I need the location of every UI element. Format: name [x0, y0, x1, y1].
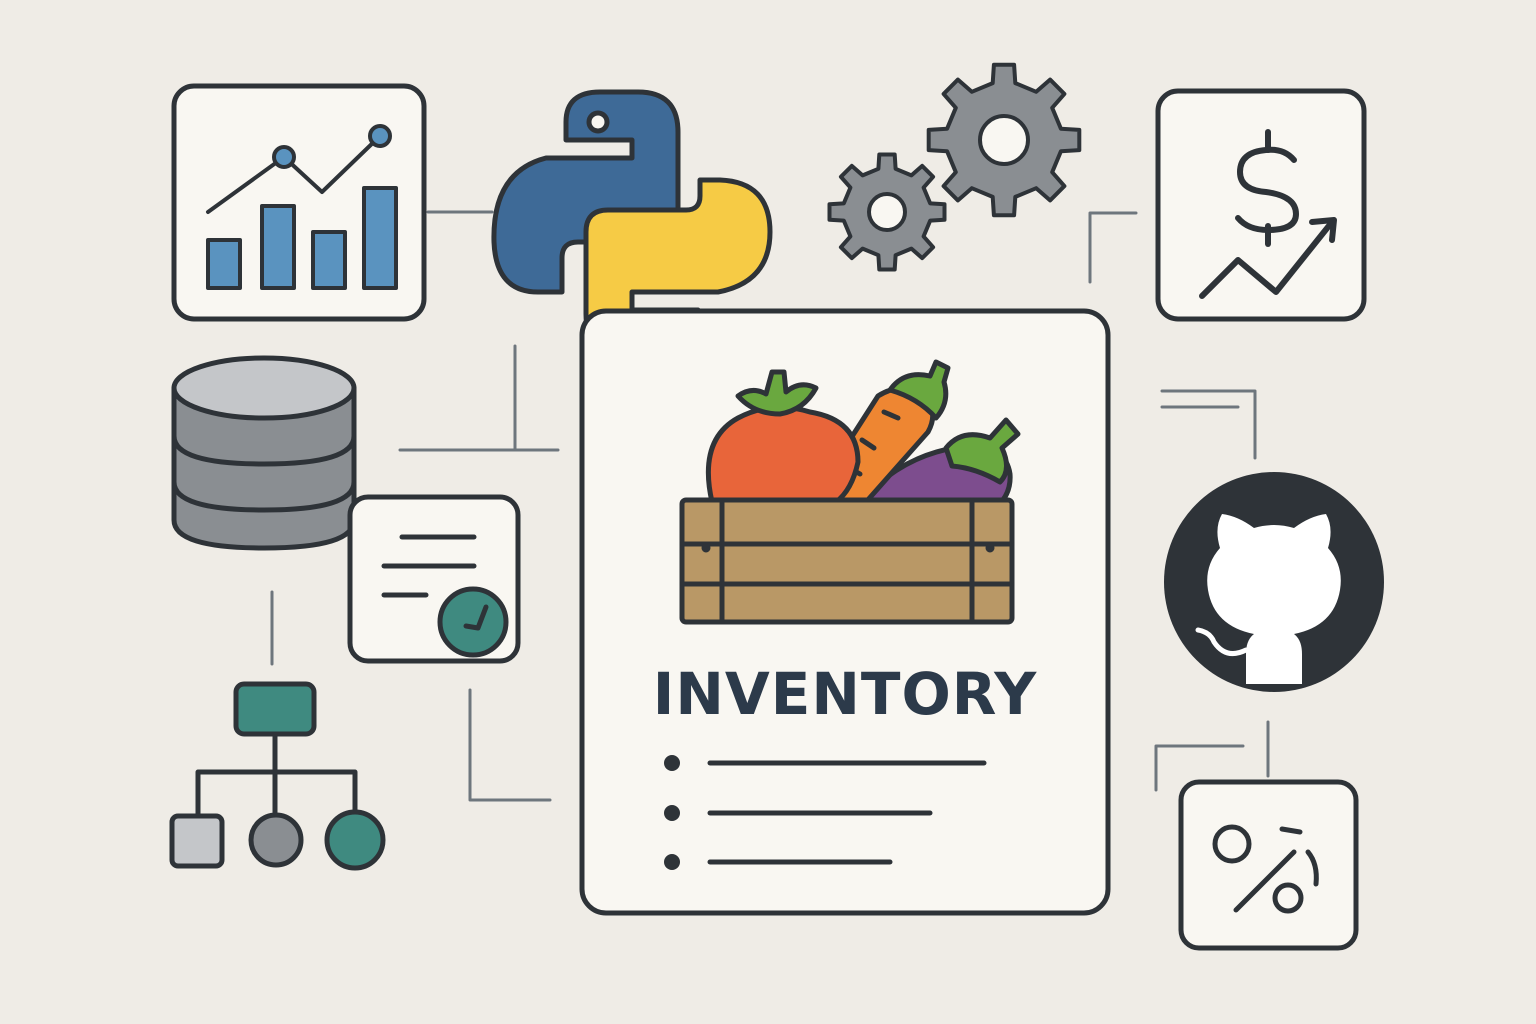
connector-discount [1154, 744, 1245, 792]
inventory-list [664, 755, 987, 870]
gears-icon [827, 62, 1082, 272]
analytics-chart-card [171, 83, 427, 322]
connector-report-card [468, 688, 552, 802]
connector-db-card [398, 344, 517, 452]
finance-card [1155, 88, 1367, 322]
github-logo-icon [1164, 472, 1384, 692]
report-card [347, 494, 521, 664]
list-item [664, 854, 893, 870]
percent-icon [1212, 824, 1319, 914]
inventory-title: INVENTORY [653, 660, 1038, 728]
vegetable-crate-icon [679, 359, 1021, 625]
database-icon [171, 355, 357, 551]
list-item [664, 805, 933, 821]
discount-card [1178, 779, 1359, 951]
dollar-growth-icon [1199, 129, 1337, 299]
inventory-card: INVENTORY [579, 308, 1111, 916]
small-gear-icon [827, 152, 947, 272]
analytics-chart-icon [206, 124, 398, 290]
connector-lines [270, 210, 1270, 802]
clock-icon [437, 586, 509, 658]
hierarchy-tree-icon [169, 681, 386, 871]
connector-github-top [1160, 389, 1257, 460]
large-gear-icon [926, 62, 1082, 218]
connector-finance [1088, 211, 1138, 284]
list-item [664, 755, 987, 771]
